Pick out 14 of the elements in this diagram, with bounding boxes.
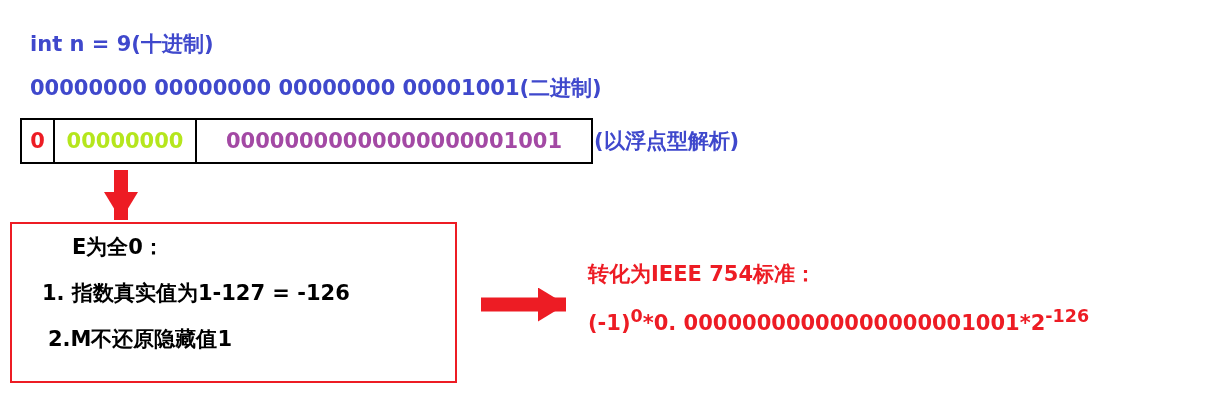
result-heading: 转化为IEEE 754标准： [588,261,816,288]
mantissa-bits-cell: 00000000000000000001001 [195,118,593,164]
binary-text: 00000000 00000000 00000000 00001001(二进制) [30,75,602,102]
arrow [481,287,566,322]
formula-text: (-1)$^{0}$*0. 00000000000000000001001*2$^{-126}$ [588,305,1090,337]
exponent-bits-cell: 00000000 [53,118,197,164]
note-line: 1. 指数真实值为1-127 = -126 [42,280,350,307]
note-line: 2.M不还原隐藏值1 [48,326,233,353]
note-heading: E为全0： [72,234,164,261]
code-text: int n = 9(十进制) [30,31,214,58]
note-box [10,222,457,383]
annotation-text: (以浮点型解析) [594,128,740,155]
arrow [104,170,138,220]
sign-bit-cell: 0 [20,118,55,164]
